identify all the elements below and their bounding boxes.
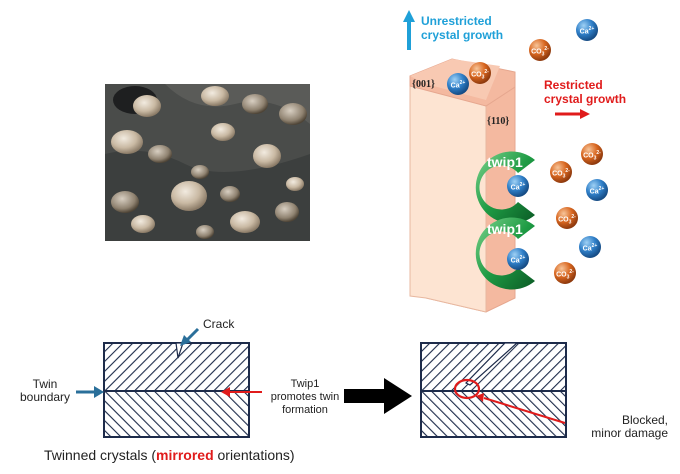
calcium-ion-label: Ca2+ (510, 182, 526, 192)
twip1-protein (475, 217, 535, 290)
transition-arrow (344, 378, 412, 414)
restricted-growth-line2: crystal growth (544, 92, 627, 106)
twip1-effect-line3: formation (282, 404, 328, 416)
twin-boundary-line1: Twin (32, 377, 58, 391)
calcium-ion-label: Ca2+ (589, 186, 605, 196)
twip1-effect-line2: promotes twin (270, 391, 340, 403)
carbonate-ion (529, 39, 551, 61)
calcium-ion-label: Ca2+ (510, 255, 526, 265)
face-001-label: {001} (412, 79, 435, 90)
carbonate-ion (556, 207, 578, 229)
restricted-growth-label: Restricted crystal growth (544, 78, 626, 106)
blocked-crack-block (420, 342, 567, 438)
crack-label: Crack (203, 317, 235, 331)
blocked-line1: Blocked, (621, 413, 668, 427)
carbonate-ion (550, 161, 572, 183)
caption-highlight: mirrored (156, 447, 214, 463)
carbonate-ion-label: CO32- (531, 46, 549, 58)
caption-text-before: Twinned crystals ( (44, 447, 157, 463)
twip1-protein (475, 151, 535, 224)
twin-boundary-pointer-arrow (76, 386, 104, 398)
calcium-ion (586, 179, 608, 201)
unrestricted-growth-line1: Unrestricted (421, 14, 492, 28)
carbonate-ion-label: CO32- (556, 269, 574, 281)
carbonate-ion (581, 143, 603, 165)
crack-pointer-arrow (180, 327, 200, 346)
restricted-growth-line1: Restricted (544, 78, 603, 92)
restricted-growth-arrow (555, 109, 590, 119)
twin-boundary-line2: boundary (20, 390, 71, 404)
unrestricted-growth-arrow (403, 10, 415, 50)
twip1-label: twip1 (487, 221, 523, 237)
unrestricted-growth-line2: crystal growth (421, 28, 504, 42)
calcium-ion-label: Ca2+ (450, 80, 466, 90)
twinned-crystal-block (103, 342, 250, 438)
twip1-effect-label: Twip1 promotes twin formation (265, 378, 345, 417)
carbonate-ion (469, 62, 491, 84)
twip1-label: twip1 (487, 154, 523, 170)
calcium-ion (507, 175, 529, 197)
blocked-line2: minor damage (591, 426, 668, 440)
carbonate-ion-label: CO32- (558, 214, 576, 226)
blocked-label: Blocked, minor damage (578, 414, 668, 440)
blocked-pointer-arrow (476, 393, 566, 424)
calcium-ion (447, 73, 469, 95)
carbonate-ion-label: CO32- (471, 69, 489, 81)
caption-text-after: orientations) (213, 447, 295, 463)
face-110-label: {110} (487, 116, 510, 127)
carbonate-ion-label: CO32- (583, 150, 601, 162)
unrestricted-growth-label: Unrestricted crystal growth (421, 14, 503, 42)
calcium-ion-label: Ca2+ (582, 243, 598, 253)
twip1-effect-line1: Twip1 (290, 378, 320, 390)
twip1-effect-pointer-arrow (221, 387, 262, 397)
twin-boundary-label: Twin boundary (20, 378, 70, 404)
twinned-crystals-caption: Twinned crystals (mirrored orientations) (44, 447, 295, 463)
limpet-photo (105, 84, 310, 241)
carbonate-ion (554, 262, 576, 284)
calcite-crystal (409, 58, 516, 313)
carbonate-ion-label: CO32- (552, 168, 570, 180)
calcium-ion (579, 236, 601, 258)
calcium-ion-label: Ca2+ (579, 26, 595, 36)
calcium-ion (507, 248, 529, 270)
calcium-ion (576, 19, 598, 41)
